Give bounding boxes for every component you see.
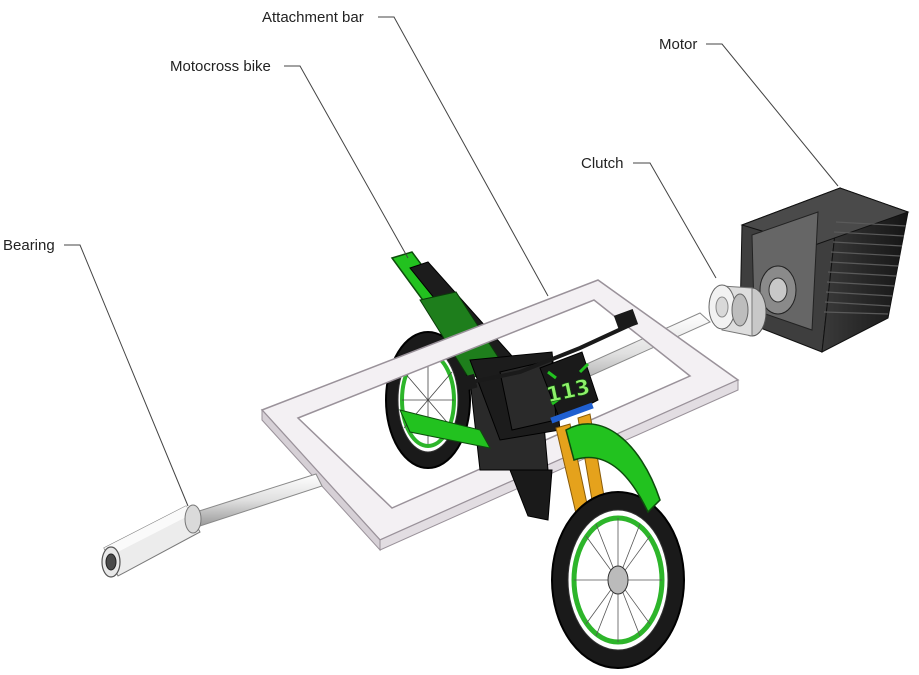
attachment-bar (260, 279, 740, 552)
label-bearing: Bearing (3, 237, 55, 254)
bearing (101, 504, 202, 578)
leader-clutch (633, 162, 717, 279)
leader-motocross-bike (284, 65, 409, 259)
label-motocross-bike: Motocross bike (170, 58, 271, 75)
leader-lines (64, 16, 839, 507)
motocross-bike: 113 (399, 309, 685, 669)
label-attachment-bar: Attachment bar (262, 9, 364, 26)
motor (739, 187, 910, 353)
number-plate: 113 (539, 351, 599, 424)
clutch (708, 284, 767, 337)
leader-motor (706, 43, 839, 187)
leader-attachment-bar (378, 16, 549, 297)
label-motor: Motor (659, 36, 697, 53)
shaft-left (195, 473, 323, 527)
label-clutch: Clutch (581, 155, 624, 172)
leader-bearing (64, 244, 189, 507)
